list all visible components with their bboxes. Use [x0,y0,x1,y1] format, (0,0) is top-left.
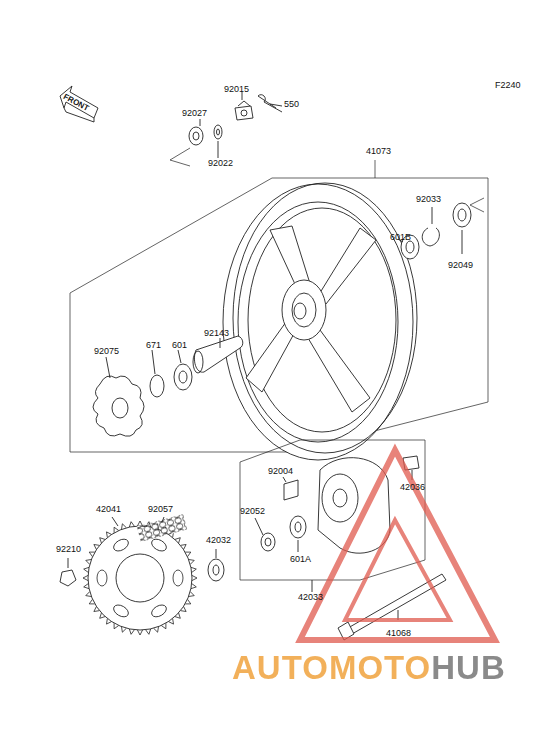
callout-number: 601A [290,554,311,564]
callout-number: 92004 [268,466,293,476]
callout-number: 92049 [448,260,473,270]
callout-number: 601 [172,340,187,350]
callout-number: 42033 [298,592,323,602]
callout-number: 92210 [56,544,81,554]
callout-number: 92015 [224,84,249,94]
callout-number: 550 [284,99,299,109]
callout-number: 42041 [96,504,121,514]
callout-number: 92075 [94,346,119,356]
callout-number: 671 [146,340,161,350]
callout-number: 601B [390,232,411,242]
callout-number: 92022 [208,158,233,168]
callout-number: 41073 [366,146,391,156]
callout-number: 42036 [400,482,425,492]
callout-number: 92027 [182,108,207,118]
callout-number: F2240 [495,80,521,90]
callout-number: 92033 [416,194,441,204]
callout-number: 41068 [386,628,411,638]
callout-number: 92057 [148,504,173,514]
callout-number: 92143 [204,328,229,338]
callout-number: 92052 [240,506,265,516]
watermark: AUTOMOTOHUB [232,650,506,686]
callout-number: 42032 [206,535,231,545]
